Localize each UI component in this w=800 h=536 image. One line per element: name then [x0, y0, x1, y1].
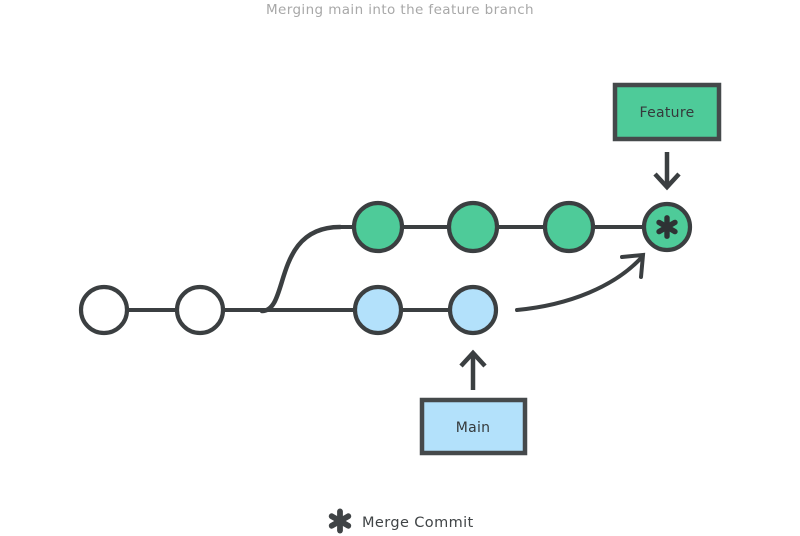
main-commit-node-1[interactable]: [78, 284, 130, 336]
feature-pointer-arrow-down: [653, 152, 681, 191]
feature-commit-node-3[interactable]: [542, 200, 596, 254]
legend-label: Merge Commit: [362, 515, 474, 531]
legend: Merge Commit: [332, 511, 474, 531]
merge-arrow-head: [620, 252, 646, 279]
legend-asterisk-icon: [332, 511, 349, 530]
merge-into-feature-arrow: [515, 256, 643, 312]
feature-branch-label: Feature: [639, 105, 694, 121]
feature-commit-node-2[interactable]: [446, 200, 500, 254]
page-title: Merging main into the feature branch: [266, 2, 534, 18]
main-commit-node-2[interactable]: [174, 284, 226, 336]
main-commit-node-3[interactable]: [352, 284, 404, 336]
main-branch-label: Main: [456, 420, 491, 436]
feature-branch-label-box[interactable]: [612, 82, 722, 142]
main-commit-node-4[interactable]: [447, 284, 499, 336]
main-pointer-arrow-up: [459, 349, 487, 390]
feature-commit-node-1[interactable]: [351, 200, 405, 254]
main-branch-label-box[interactable]: [419, 397, 528, 456]
branch-split-curve: [259, 224, 343, 314]
